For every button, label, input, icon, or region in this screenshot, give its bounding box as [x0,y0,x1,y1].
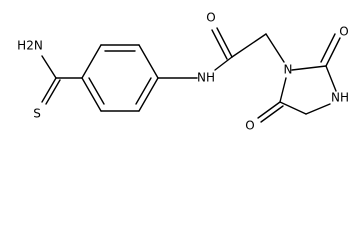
bond-c-s-2 [45,79,61,105]
structure-diagram: H2N S NH O N O NH O [17,11,349,133]
bond-c-s-1 [41,77,57,103]
ring-c5-o [257,101,281,119]
bond-c-ch2 [231,33,267,58]
hydantoin-ring [257,33,341,123]
ring-c2-n3 [325,65,337,92]
bond-c-nh2 [41,55,57,79]
ring-bond-6 [81,77,102,112]
ring-bond-1 [81,44,102,79]
ring-n1-c2 [291,65,327,71]
molecule-svg: H2N S NH O N O NH O [17,11,349,133]
ring-c2-o-double [320,33,336,63]
ring-c5-o-double [260,105,284,123]
bond-c-o-1 [216,27,233,58]
ring-bond-3 [138,44,159,79]
bond-c-o-2 [211,29,228,60]
ring-c2-o [325,37,341,67]
bond-ch2-n [265,33,285,63]
bond-nh-c [214,56,233,71]
benzene-ring [81,44,159,112]
atom-nh2-label: H2N [17,39,43,53]
thioamide-group [41,55,83,105]
atom-s-label: S [33,107,41,121]
atom-ring-o2-label: O [339,25,348,39]
ring-c4-c5 [279,101,307,115]
atom-ring-n-label: N [284,63,293,77]
ring-double-3 [88,77,105,105]
atom-ring-o5-label: O [245,119,254,133]
atom-ring-nh-label: NH [331,91,349,105]
amide-linker [157,27,285,79]
atom-nh-label: NH [197,71,215,85]
ring-n3-c4 [305,103,331,115]
ring-bond-4 [138,77,159,112]
ring-double-2 [135,77,152,105]
ring-c5-n1 [279,77,287,103]
atom-carbonyl-o-label: O [206,11,215,25]
